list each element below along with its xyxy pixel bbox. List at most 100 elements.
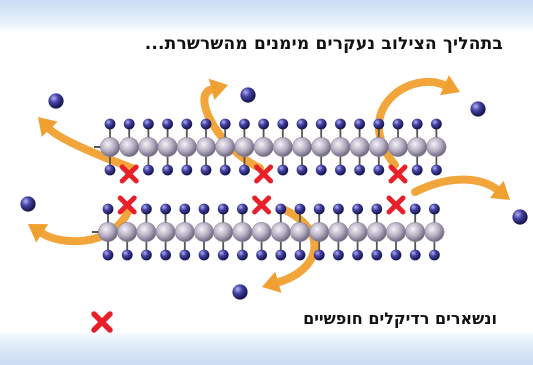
hydrogen-atom [104, 118, 116, 130]
hydrogen-atom [143, 118, 154, 130]
hydrogen-atom [315, 118, 327, 130]
hydrogen-atom [217, 249, 229, 261]
hydrogen-atom [429, 203, 440, 215]
carbon-atom [136, 222, 157, 242]
hydrogen-atom [179, 249, 191, 261]
diagram-title: בתהליך הצילוב נעקרים מימנים מהשרשרת... [144, 34, 503, 54]
carbon-atom [253, 137, 274, 157]
radical-stroke [386, 195, 406, 215]
arrow-head [262, 271, 282, 293]
extraction-arrow-bottom-left [28, 208, 132, 246]
hydrogen-atom [296, 118, 308, 130]
carbon-atom [232, 222, 253, 242]
carbon-atom [194, 222, 214, 242]
carbon-atom [368, 137, 389, 157]
radical-stroke [117, 195, 137, 215]
hydrogen-atom [352, 203, 363, 215]
hydrogen-atom [104, 164, 116, 176]
extraction-arrow-bottom-center [262, 206, 319, 293]
radical-mark [117, 195, 137, 215]
hydrogen-atom [121, 249, 133, 261]
extraction-arrow-top-left [38, 117, 136, 172]
carbon-atom [176, 137, 197, 157]
hydrogen-atom [237, 249, 248, 261]
arrow-shaft [45, 125, 136, 172]
arrow-head [208, 78, 228, 100]
hydrogen-atom [162, 164, 174, 176]
radical-mark [254, 164, 274, 184]
carbon-atom [117, 222, 138, 242]
polymer-chain [94, 118, 447, 176]
hydrogen-atom [373, 164, 385, 176]
legend-stroke [91, 311, 113, 333]
hydrogen-atom [102, 203, 114, 215]
hydrogen-atom [160, 203, 172, 215]
carbon-atom [309, 222, 330, 242]
hydrogen-atom [352, 249, 363, 261]
carbon-atom [386, 222, 406, 242]
carbon-atom [426, 137, 447, 157]
carbon-atom [215, 137, 236, 157]
hydrogen-atom [409, 249, 421, 261]
carbon-atom [272, 137, 293, 157]
hydrogen-atom [239, 118, 250, 130]
hydrogen-atom [429, 249, 440, 261]
carbon-atom [311, 137, 332, 157]
hydrogen-atom [313, 249, 325, 261]
carbon-atom [328, 222, 349, 242]
hydrogen-atom [431, 164, 442, 176]
hydrogen-atom [392, 118, 404, 130]
hydrogen-atom [200, 118, 212, 130]
detached-hydrogen-atom [240, 87, 256, 103]
hydrogen-atom [141, 203, 152, 215]
carbon-atom [138, 137, 159, 157]
carbon-atom [330, 137, 351, 157]
detached-hydrogen-atom [470, 101, 486, 117]
hydrogen-atom [179, 203, 191, 215]
carbon-atom [405, 222, 426, 242]
hydrogen-atom [277, 118, 289, 130]
carbon-atom [424, 222, 445, 242]
hydrogen-atom [239, 164, 250, 176]
hydrogen-atom [313, 203, 325, 215]
arrow-shaft [38, 208, 132, 246]
extraction-arrow-top-center [200, 78, 264, 172]
radical-stroke [119, 164, 139, 184]
carbon-atom [98, 222, 118, 242]
hydrogen-atom [143, 164, 154, 176]
hydrogen-atom [371, 203, 383, 215]
hydrogen-atom [354, 164, 365, 176]
hydrogen-atom [431, 118, 442, 130]
detached-hydrogen-atom [512, 209, 528, 225]
hydrogen-atom [333, 203, 344, 215]
carbon-atom [292, 137, 312, 157]
radical-marks-layer [91, 164, 408, 333]
hydrogen-atom [160, 249, 172, 261]
hydrogen-atom [315, 164, 327, 176]
carbon-atom [366, 222, 387, 242]
arrow-head [440, 75, 460, 96]
detached-hydrogen-atom [232, 284, 248, 300]
hydrogen-atom [256, 249, 267, 261]
hydrogen-atom [371, 249, 383, 261]
hydrogen-atom [181, 118, 193, 130]
hydrogen-atom [275, 203, 287, 215]
hydrogen-atom [219, 118, 231, 130]
hydrogen-atom [141, 249, 152, 261]
radical-mark [388, 164, 408, 184]
bottom-gradient-band [0, 330, 533, 365]
hydrogen-atom [411, 118, 423, 130]
hydrogen-atom [373, 118, 385, 130]
arrow-shaft [200, 85, 264, 172]
hydrogen-atom [294, 249, 306, 261]
carbon-atom [119, 137, 140, 157]
hydrogen-atom [296, 164, 308, 176]
carbon-atom [388, 137, 408, 157]
carbon-atom [100, 137, 120, 157]
carbon-atom [234, 137, 255, 157]
hydrogen-atom [409, 203, 421, 215]
arrow-shaft [411, 175, 501, 196]
diagram-caption: ונשארים רדיקלים חופשיים [303, 309, 497, 328]
